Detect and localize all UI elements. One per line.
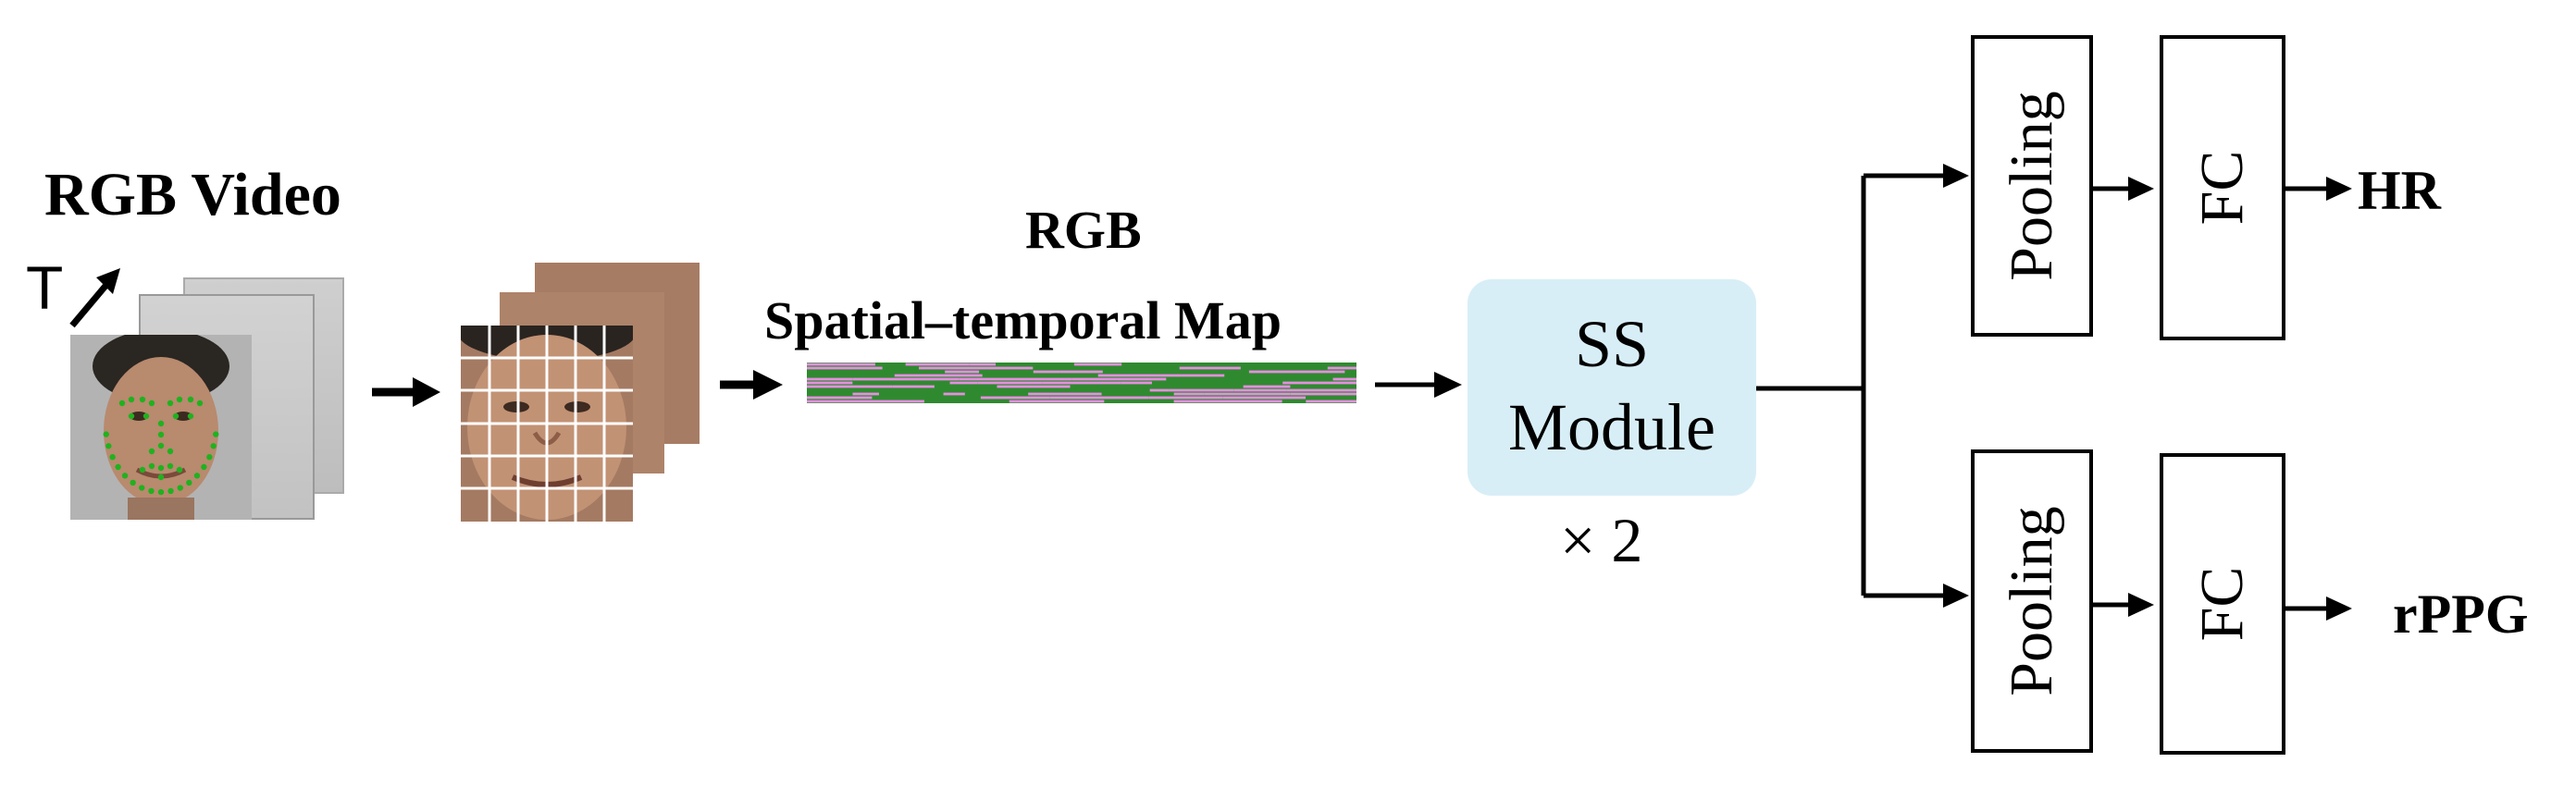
fc-label-hr: FC bbox=[2188, 150, 2256, 226]
ss-module-repeat: × 2 bbox=[1560, 505, 1643, 575]
map-title-line2: Spatial–temporal Map bbox=[764, 290, 1282, 350]
ss-module-line1: SS bbox=[1574, 307, 1650, 381]
ss-module-block: SS Module bbox=[1468, 279, 1756, 496]
fc-box-rppg: FC bbox=[2160, 453, 2285, 755]
rgb-video-title: RGB Video bbox=[44, 161, 341, 228]
output-rppg: rPPG bbox=[2393, 584, 2529, 645]
fc-box-hr: FC bbox=[2160, 35, 2285, 340]
time-axis-label: T bbox=[26, 253, 64, 322]
pooling-label-hr: Pooling bbox=[1998, 91, 2065, 281]
ss-module-line2: Module bbox=[1508, 390, 1715, 464]
pooling-label-rppg: Pooling bbox=[1998, 506, 2065, 696]
fc-label-rppg: FC bbox=[2188, 566, 2256, 642]
video-frame-front bbox=[70, 335, 252, 520]
roi-grid-face-icon bbox=[461, 326, 633, 522]
roi-grid-frame-front bbox=[461, 326, 633, 522]
pooling-box-hr: Pooling bbox=[1971, 35, 2093, 337]
pooling-box-rppg: Pooling bbox=[1971, 449, 2093, 753]
output-hr: HR bbox=[2358, 160, 2441, 221]
map-title-line1: RGB bbox=[1025, 200, 1142, 260]
face-with-landmarks-icon bbox=[70, 335, 252, 520]
